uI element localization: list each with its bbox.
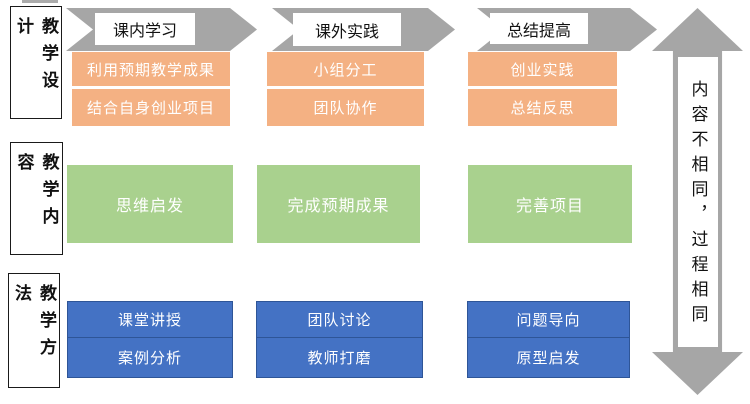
stage1-header-label: 课内学习 <box>95 13 195 45</box>
method-box-stage1-item2: 案例分析 <box>67 337 233 378</box>
method-group-stage1: 课堂讲授 案例分析 <box>67 301 233 378</box>
design-box-stage3-item2: 总结反思 <box>468 89 617 126</box>
method-group-stage3: 问题导向 原型启发 <box>467 301 630 378</box>
row-label-teaching-design: 教学设计 <box>10 6 62 119</box>
method-group-stage2: 团队讨论 教师打磨 <box>256 301 423 378</box>
design-box-stage2-item1: 小组分工 <box>267 52 424 86</box>
content-box-stage1: 思维启发 <box>67 165 233 243</box>
method-box-stage2-item2: 教师打磨 <box>256 337 423 378</box>
row-label-teaching-method: 教学方法 <box>8 273 60 388</box>
design-box-stage1-item2: 结合自身创业项目 <box>72 89 230 126</box>
row-label-teaching-content: 教学内容 <box>10 142 63 255</box>
vertical-arrow-caption: 内容不相同，过程相同 <box>678 57 718 347</box>
method-box-stage1-item1: 课堂讲授 <box>67 301 233 339</box>
content-box-stage2: 完成预期成果 <box>257 165 420 243</box>
stage2-header-label: 课外实践 <box>293 13 401 46</box>
cropped-remnant-bar <box>22 0 58 3</box>
design-box-stage1-item1: 利用预期教学成果 <box>72 52 230 86</box>
content-box-stage3: 完善项目 <box>468 165 632 243</box>
stage3-header-label: 总结提高 <box>490 13 588 44</box>
method-box-stage3-item2: 原型启发 <box>467 337 630 378</box>
design-box-stage3-item1: 创业实践 <box>468 52 617 86</box>
method-box-stage3-item1: 问题导向 <box>467 301 630 339</box>
design-box-stage2-item2: 团队协作 <box>267 89 424 126</box>
method-box-stage2-item1: 团队讨论 <box>256 301 423 339</box>
